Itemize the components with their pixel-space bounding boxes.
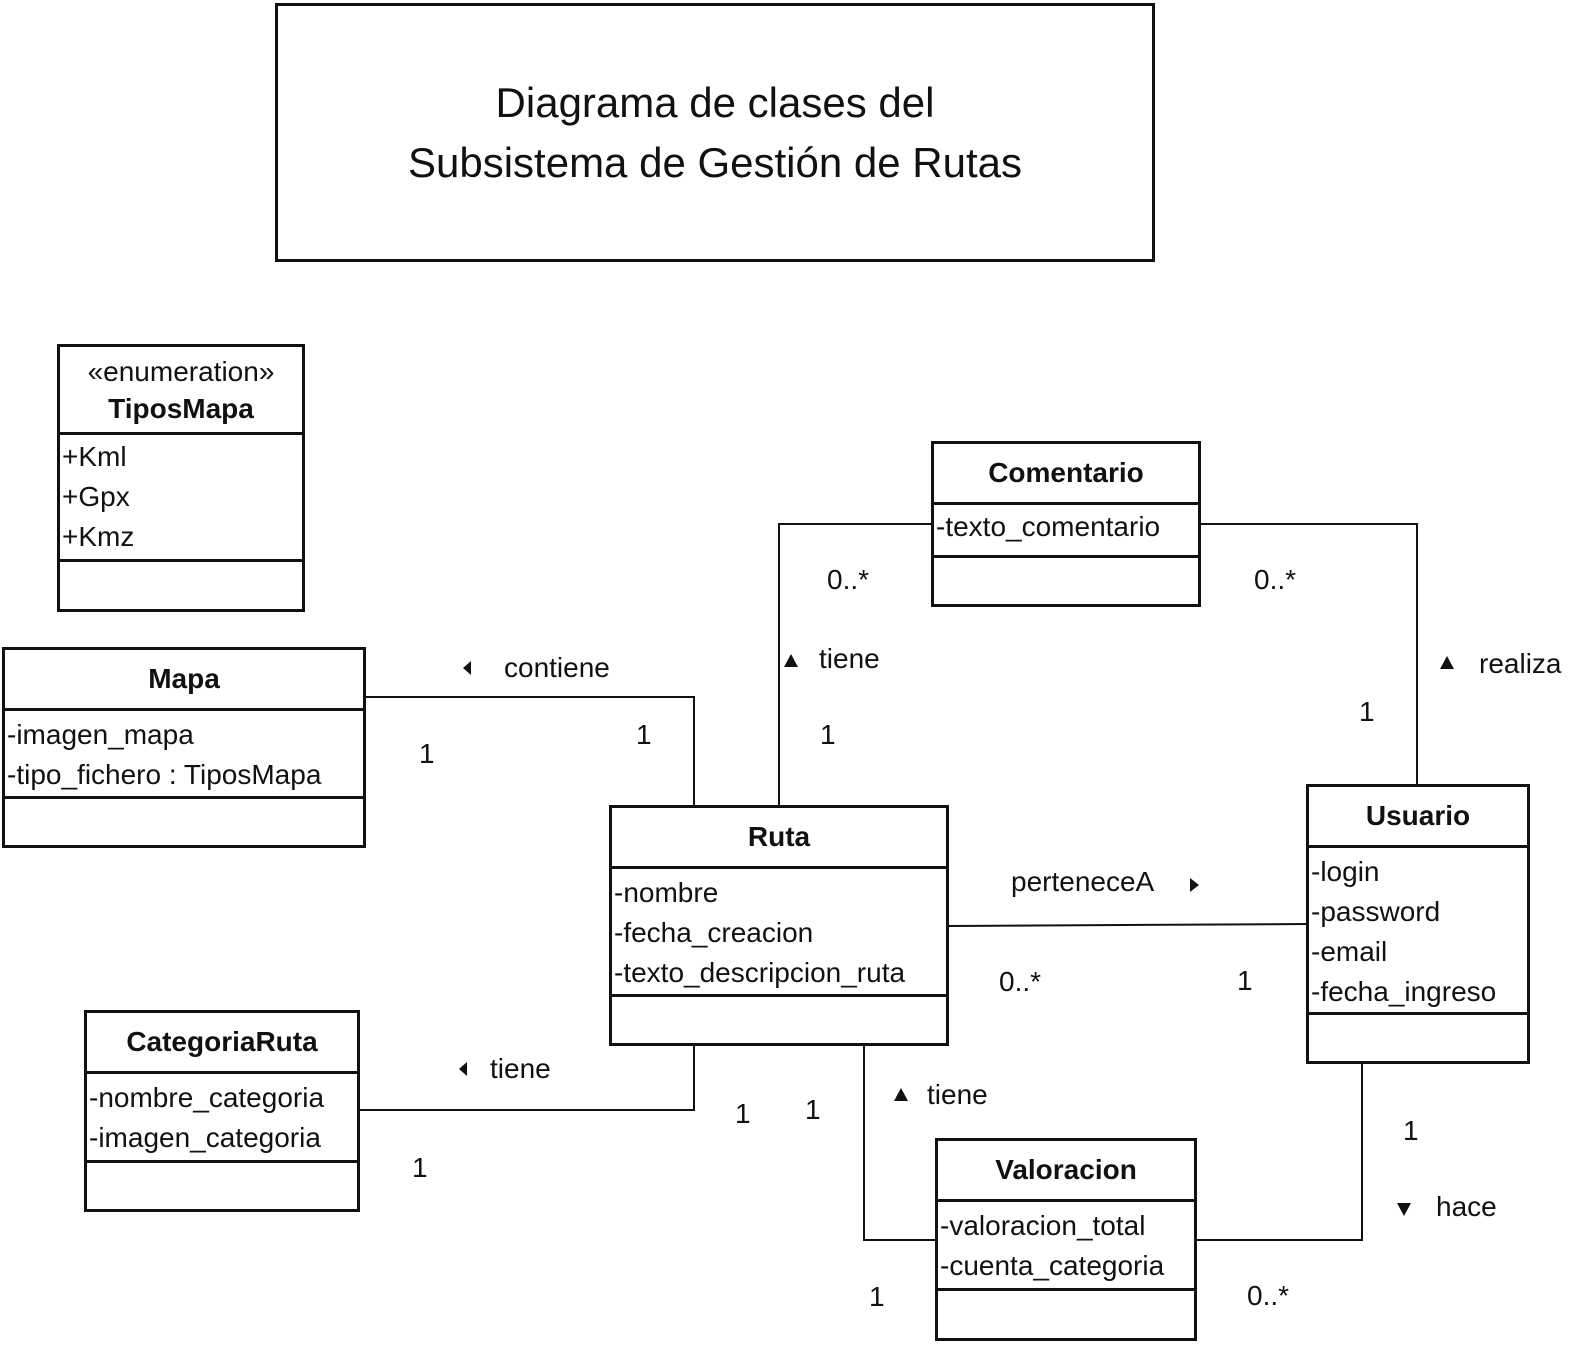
association-label: tiene (490, 1053, 551, 1084)
attribute-compartment: +Kml +Gpx +Kmz (60, 435, 302, 562)
attribute-compartment: -login -password -email -fecha_ingreso (1309, 848, 1527, 1015)
multiplicity-label: 1 (1359, 696, 1375, 727)
enum-literal: +Gpx (62, 481, 130, 512)
class-name: Mapa (148, 663, 220, 694)
attribute: -password (1311, 896, 1441, 927)
attribute: -fecha_ingreso (1311, 976, 1497, 1007)
attribute-compartment: -texto_comentario (934, 505, 1198, 558)
class-valoracion: Valoracion -valoracion_total -cuenta_cat… (935, 1138, 1197, 1341)
multiplicity-label: 1 (1403, 1115, 1419, 1146)
class-ruta: Ruta -nombre -fecha_creacion -texto_desc… (609, 805, 949, 1046)
association-label: realiza (1479, 648, 1562, 679)
arrow-up-icon (894, 1088, 908, 1101)
class-categoriaruta: CategoriaRuta -nombre_categoria -imagen_… (84, 1010, 360, 1212)
line-usuario-valoracion (1196, 1063, 1363, 1241)
line-categoria-ruta (359, 1045, 695, 1111)
enum-literal: +Kml (62, 441, 127, 472)
class-header: Ruta (612, 808, 946, 869)
arrow-left-icon (459, 1062, 467, 1076)
attribute-compartment: -nombre -fecha_creacion -texto_descripci… (612, 869, 946, 997)
class-header: Usuario (1309, 787, 1527, 848)
association-label: hace (1436, 1191, 1497, 1222)
multiplicity-label: 0..* (999, 966, 1042, 997)
association-label: perteneceA (1011, 866, 1155, 897)
association-label: tiene (819, 643, 880, 674)
line-ruta-valoracion (863, 1045, 936, 1241)
attribute: -cuenta_categoria (940, 1250, 1165, 1281)
arrow-up-icon (784, 654, 798, 667)
class-header: Comentario (934, 444, 1198, 505)
attribute: -texto_comentario (936, 511, 1161, 542)
class-name: TiposMapa (108, 392, 254, 424)
diagram-title-line-2: Subsistema de Gestión de Rutas (407, 139, 1022, 186)
attribute: -tipo_fichero : TiposMapa (7, 759, 322, 790)
multiplicity-label: 1 (419, 738, 435, 769)
diagram-title-frame: Diagrama de clases del Subsistema de Ges… (275, 3, 1155, 262)
multiplicity-label: 0..* (1247, 1280, 1290, 1311)
multiplicity-label: 1 (805, 1094, 821, 1125)
multiplicity-label: 0..* (1254, 564, 1297, 595)
line-ruta-usuario (947, 923, 1308, 927)
class-tiposmapa: «enumeration» TiposMapa +Kml +Gpx +Kmz (57, 344, 305, 612)
multiplicity-label: 1 (869, 1281, 885, 1312)
class-usuario: Usuario -login -password -email -fecha_i… (1306, 784, 1530, 1064)
multiplicity-label: 1 (636, 719, 652, 750)
association-label: contiene (504, 652, 610, 683)
class-name: Usuario (1365, 800, 1471, 831)
multiplicity-label: 1 (412, 1152, 428, 1183)
diagram-title-line-1: Diagrama de clases del (495, 79, 935, 126)
arrow-left-icon (463, 661, 471, 675)
multiplicity-label: 1 (820, 719, 836, 750)
line-comentario-ruta (778, 523, 932, 805)
multiplicity-label: 0..* (827, 564, 870, 595)
class-mapa: Mapa -imagen_mapa -tipo_fichero : TiposM… (2, 647, 366, 848)
attribute: -nombre_categoria (89, 1082, 325, 1113)
class-name: Valoracion (995, 1154, 1137, 1185)
attribute-compartment: -imagen_mapa -tipo_fichero : TiposMapa (5, 711, 363, 799)
attribute: -imagen_categoria (89, 1122, 321, 1153)
enum-literal: +Kmz (62, 521, 135, 552)
arrow-down-icon (1397, 1203, 1411, 1216)
class-name: Comentario (988, 457, 1144, 488)
attribute: -imagen_mapa (7, 719, 194, 750)
multiplicity-label: 1 (735, 1098, 751, 1129)
attribute-compartment: -valoracion_total -cuenta_categoria (938, 1202, 1194, 1291)
attribute: -login (1311, 856, 1380, 887)
attribute: -nombre (614, 877, 719, 908)
class-comentario: Comentario -texto_comentario (931, 441, 1201, 607)
stereotype-label: «enumeration» (87, 355, 275, 387)
attribute-compartment: -nombre_categoria -imagen_categoria (87, 1074, 357, 1163)
class-header: Mapa (5, 650, 363, 711)
association-label: tiene (927, 1079, 988, 1110)
arrow-right-icon (1190, 878, 1199, 892)
attribute: -texto_descripcion_ruta (614, 957, 906, 988)
multiplicity-label: 1 (1237, 965, 1253, 996)
attribute: -valoracion_total (940, 1210, 1146, 1241)
class-header: «enumeration» TiposMapa (60, 347, 302, 435)
class-name: CategoriaRuta (126, 1026, 318, 1057)
attribute: -fecha_creacion (614, 917, 814, 948)
line-comentario-usuario (1200, 523, 1418, 784)
arrow-up-icon (1440, 656, 1454, 669)
line-mapa-ruta (365, 696, 695, 805)
class-name: Ruta (747, 821, 811, 852)
class-header: Valoracion (938, 1141, 1194, 1202)
attribute: -email (1311, 936, 1388, 967)
class-header: CategoriaRuta (87, 1013, 357, 1074)
